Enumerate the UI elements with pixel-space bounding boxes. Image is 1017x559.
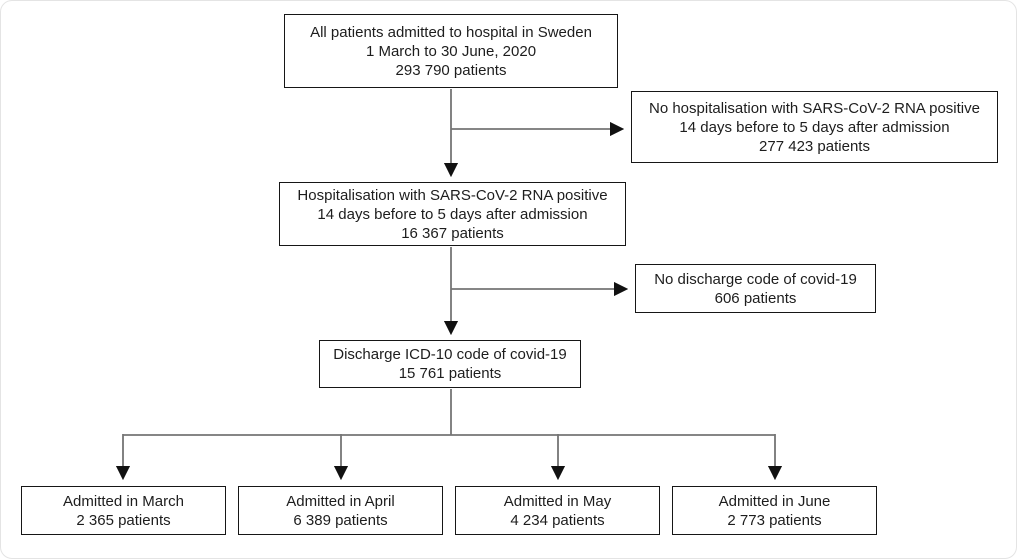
node-text: 4 234 patients: [510, 511, 605, 529]
node-text: 14 days before to 5 days after admission: [679, 118, 950, 136]
node-text: Admitted in April: [286, 492, 395, 510]
node-text: 15 761 patients: [398, 365, 502, 382]
node-excluded-no-hospitalisation: No hospitalisation with SARS-CoV-2 RNA p…: [631, 91, 998, 163]
node-text: No hospitalisation with SARS-CoV-2 RNA p…: [649, 99, 980, 117]
node-text: 2 365 patients: [76, 511, 171, 529]
node-text: 2 773 patients: [727, 511, 822, 529]
node-discharge-icd10: Discharge ICD-10 code of covid-19 15 761…: [319, 340, 581, 388]
node-text: 293 790 patients: [395, 61, 507, 79]
node-admitted-april: Admitted in April 6 389 patients: [238, 486, 443, 535]
node-text: Admitted in June: [718, 492, 831, 510]
node-text: No discharge code of covid-19: [654, 270, 857, 288]
node-admitted-june: Admitted in June 2 773 patients: [672, 486, 877, 535]
node-text: 6 389 patients: [293, 511, 388, 529]
node-text: Hospitalisation with SARS-CoV-2 RNA posi…: [297, 186, 608, 204]
node-text: 277 423 patients: [759, 137, 870, 155]
node-excluded-no-discharge-code: No discharge code of covid-19 606 patien…: [635, 264, 876, 313]
node-text: All patients admitted to hospital in Swe…: [310, 23, 592, 41]
node-hospitalisation-positive: Hospitalisation with SARS-CoV-2 RNA posi…: [279, 182, 626, 246]
node-text: 606 patients: [714, 289, 797, 307]
node-text: 16 367 patients: [401, 224, 504, 242]
node-text: Discharge ICD-10 code of covid-19: [333, 346, 567, 363]
node-admitted-march: Admitted in March 2 365 patients: [21, 486, 226, 535]
node-text: Admitted in May: [503, 492, 612, 510]
node-text: Admitted in March: [63, 492, 184, 510]
node-text: 14 days before to 5 days after admission: [317, 205, 588, 223]
node-all-admitted: All patients admitted to hospital in Swe…: [284, 14, 618, 88]
node-admitted-may: Admitted in May 4 234 patients: [455, 486, 660, 535]
node-text: 1 March to 30 June, 2020: [365, 42, 537, 60]
